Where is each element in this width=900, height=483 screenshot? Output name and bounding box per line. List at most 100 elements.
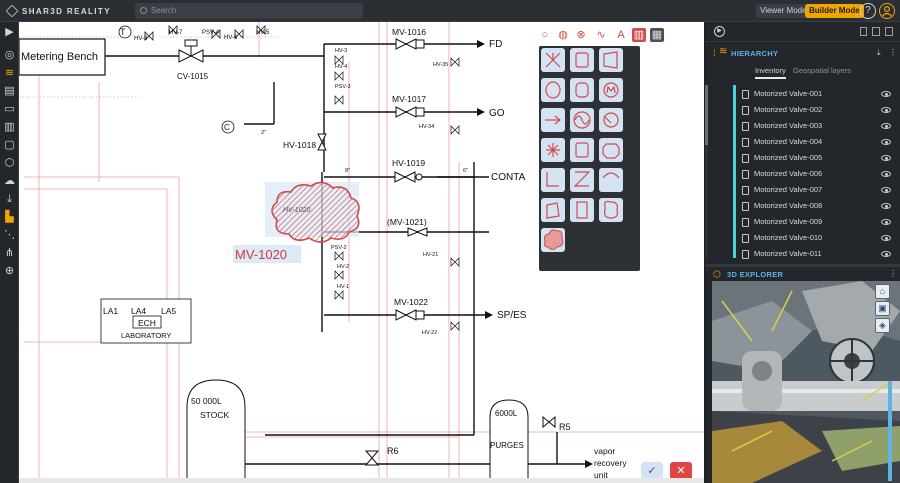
stamp-icon[interactable]: ▦	[650, 28, 664, 42]
revision-cloud[interactable]	[271, 181, 360, 243]
help-button[interactable]: ?	[860, 3, 876, 19]
hv-1018-valve[interactable]	[317, 133, 327, 151]
cv-1015-valve[interactable]	[178, 39, 204, 63]
tile-tall-rect-icon[interactable]	[570, 198, 594, 222]
mv-1022-valve[interactable]	[395, 309, 425, 321]
list-item[interactable]: Motorized Valve-005	[730, 150, 898, 166]
eye-icon[interactable]	[881, 187, 891, 193]
r6-valve[interactable]	[364, 450, 380, 466]
collapse-panel-icon[interactable]: ▶	[714, 26, 725, 37]
side-hand-valves[interactable]	[334, 55, 460, 135]
tile-bevel-icon[interactable]	[541, 198, 565, 222]
search-input[interactable]: Search	[135, 3, 363, 19]
viewer-mode-button[interactable]: Viewer Mode	[756, 4, 811, 18]
tab-geospatial-layers[interactable]: Geospatial layers	[793, 66, 851, 75]
orbit-icon[interactable]: ◈	[875, 318, 890, 333]
cube-icon[interactable]: ⬡	[4, 157, 15, 169]
3d-viewport[interactable]	[712, 281, 900, 483]
eye-icon[interactable]	[881, 155, 891, 161]
diagram-canvas[interactable]: Metering Bench CV-1015 T HV-8 HV-7 PSV-4…	[19, 22, 704, 483]
metering-bench-box[interactable]	[19, 38, 106, 76]
list-item[interactable]: Motorized Valve-001	[730, 86, 898, 102]
app-logo[interactable]: SHAR3D REALITY	[5, 4, 111, 18]
list-item[interactable]: Motorized Valve-010	[730, 230, 898, 246]
explorer-menu-icon[interactable]: ⋮	[889, 269, 897, 278]
markup-traces	[24, 22, 704, 483]
download-icon[interactable]: ⤓	[7, 193, 12, 205]
purges-tank[interactable]	[489, 399, 529, 483]
tile-corner-icon[interactable]	[541, 168, 565, 192]
add-icon[interactable]: ⊕	[4, 265, 15, 277]
play-icon[interactable]: ▶	[5, 26, 14, 38]
builder-mode-button[interactable]: Builder Mode	[805, 4, 864, 18]
tile-rounded-rect-icon[interactable]	[570, 78, 594, 102]
layers-icon[interactable]: ◎	[4, 49, 15, 61]
horizontal-scrollbar[interactable]	[19, 478, 704, 483]
hierarchy-icon[interactable]: ⋱	[4, 229, 15, 241]
top-hand-valves[interactable]	[118, 25, 266, 41]
hierarchy-drag-icon[interactable]: ⁞	[713, 48, 716, 58]
list-item[interactable]: Motorized Valve-006	[730, 166, 898, 182]
package-icon[interactable]: ▭	[4, 103, 15, 115]
delete-icon[interactable]: ▥	[632, 28, 646, 42]
org-icon[interactable]: ⋔	[4, 247, 15, 259]
eight-inch-label: 8"	[345, 168, 350, 174]
hv-1019-valve[interactable]	[394, 171, 423, 183]
eye-icon[interactable]	[881, 219, 891, 225]
eye-icon[interactable]	[881, 91, 891, 97]
hierarchy-download-icon[interactable]: ⤓	[877, 48, 881, 57]
tile-curve-icon[interactable]	[599, 168, 623, 192]
eye-icon[interactable]	[881, 107, 891, 113]
mv-1016-valve[interactable]	[395, 38, 425, 50]
eye-icon[interactable]	[881, 251, 891, 257]
tile-box-icon[interactable]	[570, 48, 594, 72]
hierarchy-menu-icon[interactable]: ⋮	[889, 48, 897, 57]
link-icon[interactable]: ⊗	[576, 29, 586, 41]
tile-square-icon[interactable]	[570, 138, 594, 162]
mv-1020-tag-box[interactable]	[233, 245, 301, 263]
hierarchy-scroll-track[interactable]	[705, 85, 708, 258]
hierarchy-scroll-thumb[interactable]	[705, 85, 708, 145]
tile-trapezoid-icon[interactable]	[599, 48, 623, 72]
lower-hand-valves[interactable]	[334, 251, 460, 331]
factory-icon[interactable]: ▙	[5, 211, 14, 223]
mv-1017-valve[interactable]	[395, 106, 425, 118]
tile-ellipse-icon[interactable]	[541, 78, 565, 102]
layers-active-icon[interactable]: ≋	[4, 67, 15, 79]
home-icon[interactable]: ⌂	[875, 284, 890, 299]
document-icon[interactable]: ▤	[4, 85, 15, 97]
pid-diagram[interactable]: Metering Bench CV-1015 T HV-8 HV-7 PSV-4…	[19, 22, 704, 483]
filled-circle-icon[interactable]: ◍	[558, 29, 568, 41]
comment-icon[interactable]: ▢	[4, 139, 15, 151]
r5-valve[interactable]	[542, 415, 556, 429]
circle-icon[interactable]: ○	[541, 29, 549, 41]
tilde-icon[interactable]: ∿	[596, 29, 606, 41]
tab-inventory[interactable]: Inventory	[755, 66, 786, 79]
list-item[interactable]: Motorized Valve-004	[730, 134, 898, 150]
chart-icon[interactable]: ▥	[4, 121, 15, 133]
stock-tank[interactable]	[186, 379, 246, 483]
tile-pump-icon[interactable]	[599, 108, 623, 132]
view-cube-icon[interactable]: ▣	[875, 301, 890, 316]
maximize-icon[interactable]	[885, 27, 893, 36]
list-item[interactable]: Motorized Valve-008	[730, 198, 898, 214]
list-item[interactable]: Motorized Valve-002	[730, 102, 898, 118]
confirm-button[interactable]: ✓	[641, 462, 663, 480]
cloud-icon[interactable]: ☁	[4, 175, 15, 187]
list-item[interactable]: Motorized Valve-003	[730, 118, 898, 134]
eye-icon[interactable]	[881, 139, 891, 145]
text-tool-icon[interactable]: A	[617, 29, 625, 41]
list-item[interactable]: Motorized Valve-009	[730, 214, 898, 230]
mv-1021-valve[interactable]	[407, 227, 428, 237]
eye-icon[interactable]	[881, 123, 891, 129]
cancel-button[interactable]: ✕	[670, 462, 692, 480]
list-item[interactable]: Motorized Valve-007	[730, 182, 898, 198]
copy-icon[interactable]	[860, 27, 867, 36]
user-avatar-button[interactable]	[879, 3, 895, 19]
eye-icon[interactable]	[881, 171, 891, 177]
window-icon[interactable]	[872, 27, 880, 36]
eye-icon[interactable]	[881, 235, 891, 241]
eye-icon[interactable]	[881, 203, 891, 209]
panel-splitter[interactable]	[705, 264, 900, 267]
list-item[interactable]: Motorized Valve-011	[730, 246, 898, 262]
